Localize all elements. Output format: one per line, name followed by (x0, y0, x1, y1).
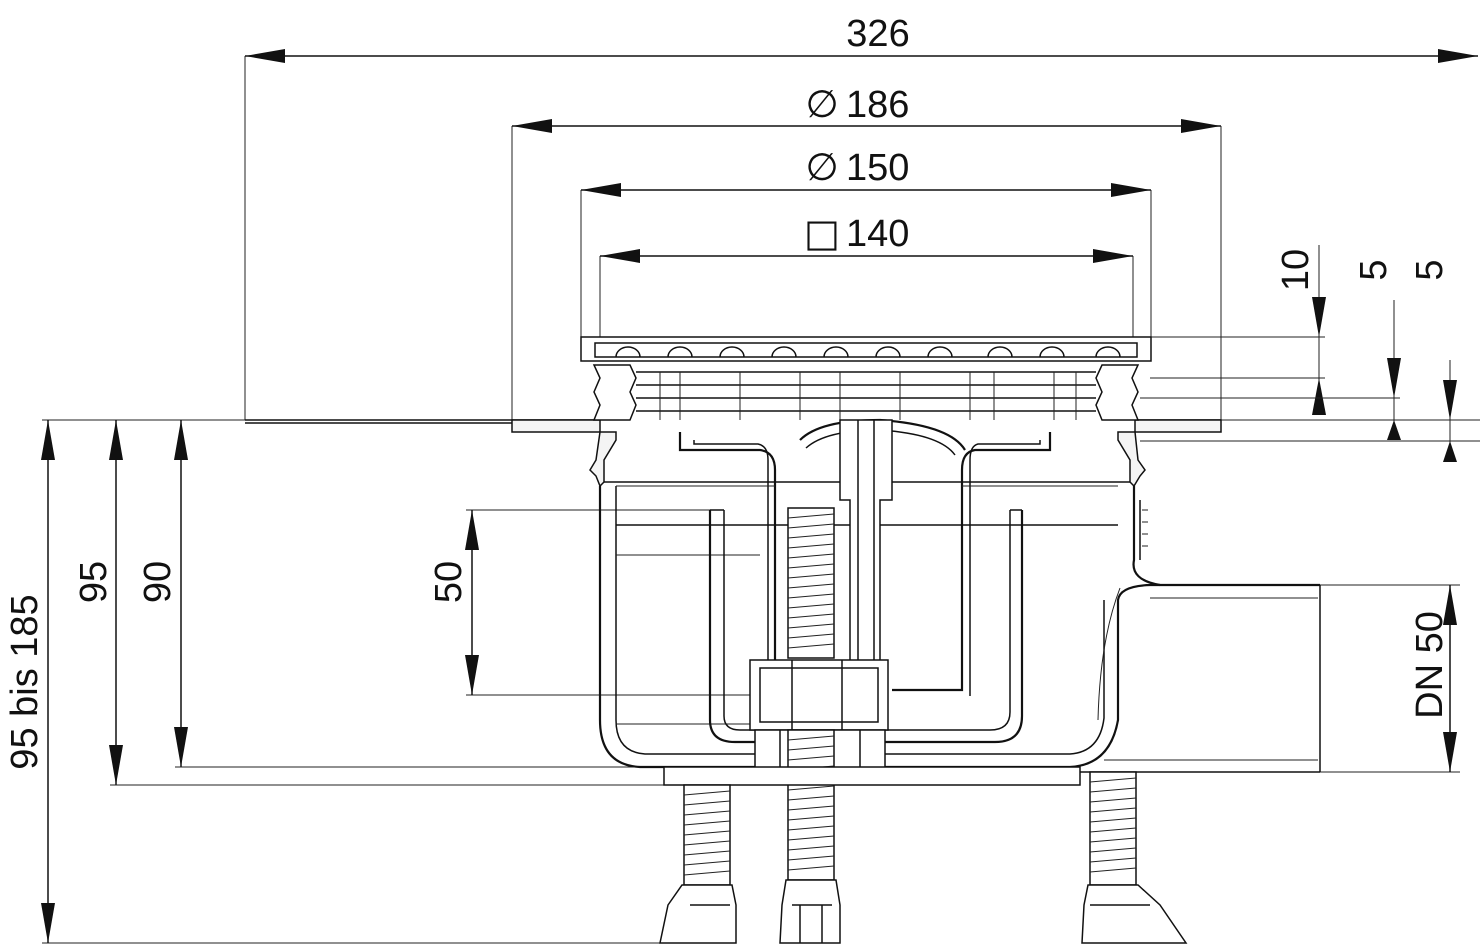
spindle (749, 419, 893, 771)
foot-left (659, 784, 737, 944)
dim-flange-diameter: ∅ 186 (511, 82, 1222, 430)
label-ring-5a: 5 (1353, 259, 1395, 280)
dim-grate-height: 10 (1150, 245, 1326, 415)
label-outlet: DN 50 (1409, 611, 1451, 719)
square-icon: □ (804, 211, 840, 255)
dim-height-90: 90 (137, 420, 760, 768)
label-height-range: 95 bis 185 (4, 594, 46, 769)
drain-body (589, 431, 1321, 773)
diameter-icon: ∅ (805, 145, 838, 189)
base-plate (663, 766, 1081, 786)
label-height-95: 95 (73, 561, 115, 603)
foot-center (779, 879, 841, 944)
dim-ring-5a: 5 (1140, 259, 1401, 440)
label-water-seal: 50 (428, 561, 470, 603)
label-height-90: 90 (137, 561, 179, 603)
label-flange-diameter: 186 (846, 84, 909, 126)
foot-right (1081, 771, 1188, 944)
dim-overall-width: 326 (244, 13, 1478, 420)
grate-slots (615, 346, 1121, 358)
dim-height-95: 95 (73, 420, 664, 786)
dim-body-diameter: ∅ 150 (580, 145, 1152, 342)
label-grate-square: 140 (846, 213, 909, 255)
diameter-icon: ∅ (805, 82, 838, 126)
grate (580, 336, 1152, 362)
dim-height-range: 95 bis 185 (4, 419, 660, 944)
dim-outlet: DN 50 (1320, 584, 1460, 773)
label-overall-width: 326 (846, 13, 909, 55)
label-grate-height: 10 (1275, 249, 1317, 291)
odour-trap (616, 418, 1118, 744)
label-body-diameter: 150 (846, 147, 909, 189)
spring-center (787, 507, 835, 881)
membrane-flange (245, 419, 1222, 433)
dim-grate-square: □ 140 (599, 211, 1134, 342)
dim-water-seal: 50 (428, 509, 750, 696)
frame-ring (592, 364, 1140, 421)
label-ring-5b: 5 (1409, 259, 1451, 280)
